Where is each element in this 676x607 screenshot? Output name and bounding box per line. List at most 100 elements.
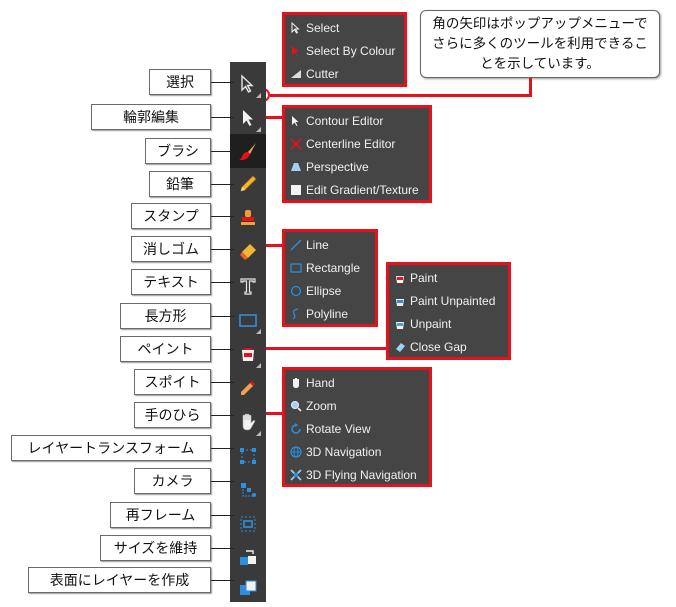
menu-item-label: Polyline xyxy=(306,307,349,321)
menu-item-unpaint[interactable]: Unpaint xyxy=(393,314,451,334)
stamp-icon xyxy=(238,208,258,228)
menu-item-3d-navigation[interactable]: 3D Navigation xyxy=(289,442,381,462)
tool-eraser[interactable] xyxy=(234,238,262,266)
tool-text[interactable] xyxy=(234,272,262,300)
paint-popup-menu: Paint Paint Unpainted Unpaint Close Gap xyxy=(386,262,511,360)
menu-item-cutter[interactable]: Cutter xyxy=(289,64,339,84)
ellipse-icon xyxy=(289,284,303,298)
arrow-cursor-icon xyxy=(238,74,258,94)
menu-item-select-by-colour[interactable]: Select By Colour xyxy=(289,41,395,61)
menu-item-rectangle[interactable]: Rectangle xyxy=(289,258,360,278)
leader-line xyxy=(211,282,234,283)
menu-item-paint-unpainted[interactable]: Paint Unpainted xyxy=(393,291,495,311)
paint-bucket-icon xyxy=(238,344,258,364)
hand-popup-menu: Hand Zoom Rotate View 3D Navigation 3D F… xyxy=(282,367,432,487)
leader-line xyxy=(211,415,234,416)
select-by-colour-icon xyxy=(289,44,303,58)
leader-line xyxy=(211,117,234,118)
menu-item-edit-gradient-texture[interactable]: Edit Gradient/Texture xyxy=(289,180,419,200)
brush-icon xyxy=(237,140,259,162)
tool-contour-editor[interactable] xyxy=(234,104,262,132)
tool-maintain-size[interactable] xyxy=(234,544,262,572)
centerline-editor-icon xyxy=(289,137,303,151)
tool-paint[interactable] xyxy=(234,340,262,368)
tool-dropper[interactable] xyxy=(234,374,262,402)
contour-menu-connector xyxy=(266,116,282,119)
camera-icon xyxy=(238,480,258,500)
menu-item-polyline[interactable]: Polyline xyxy=(289,304,348,324)
menu-item-label: 3D Navigation xyxy=(306,445,382,459)
leader-line xyxy=(211,216,234,217)
tool-layer-transform[interactable] xyxy=(234,442,262,470)
label-hand: 手のひら xyxy=(134,402,211,428)
polyline-icon xyxy=(289,307,303,321)
menu-item-label: Ellipse xyxy=(306,284,342,298)
menu-item-label: Contour Editor xyxy=(306,114,384,128)
3d-navigation-icon xyxy=(289,445,303,459)
menu-item-perspective[interactable]: Perspective xyxy=(289,157,369,177)
label-stamp: スタンプ xyxy=(131,203,211,229)
menu-item-contour-editor[interactable]: Contour Editor xyxy=(289,111,383,131)
callout-connector-horizontal xyxy=(270,94,532,97)
hand-icon xyxy=(289,376,303,390)
label-layer-on-surface: 表面にレイヤーを作成 xyxy=(28,567,211,593)
reframe-icon xyxy=(238,514,258,534)
menu-item-label: Perspective xyxy=(306,160,369,174)
unpaint-icon xyxy=(393,317,407,331)
menu-arrow-indicator[interactable] xyxy=(256,127,261,132)
menu-item-label: Select xyxy=(306,21,340,35)
leader-line xyxy=(211,82,234,83)
leader-line xyxy=(211,249,234,250)
menu-item-label: Unpaint xyxy=(410,317,452,331)
contour-arrow-icon xyxy=(238,108,258,128)
callout-connector-vertical xyxy=(529,78,532,96)
tool-select[interactable] xyxy=(234,70,262,98)
label-camera: カメラ xyxy=(134,468,211,494)
tool-stamp[interactable] xyxy=(234,204,262,232)
menu-item-zoom[interactable]: Zoom xyxy=(289,396,337,416)
leader-line xyxy=(211,580,234,581)
text-icon xyxy=(238,276,258,296)
label-select: 選択 xyxy=(149,69,211,95)
tool-rectangle[interactable] xyxy=(234,306,262,334)
label-eraser: 消しゴム xyxy=(131,236,211,262)
menu-arrow-indicator[interactable] xyxy=(256,329,261,334)
menu-arrow-indicator[interactable] xyxy=(256,363,261,368)
menu-item-paint[interactable]: Paint xyxy=(393,268,437,288)
line-icon xyxy=(289,238,303,252)
contour-popup-menu: Contour Editor Centerline Editor Perspec… xyxy=(282,105,432,203)
label-maintain-size: サイズを維持 xyxy=(100,535,211,561)
menu-item-rotate-view[interactable]: Rotate View xyxy=(289,419,370,439)
menu-item-label: Zoom xyxy=(306,399,337,413)
tool-brush[interactable] xyxy=(230,134,266,168)
leader-line xyxy=(211,349,234,350)
menu-item-label: Hand xyxy=(306,376,335,390)
menu-arrow-indicator[interactable] xyxy=(256,93,261,98)
menu-item-label: Paint xyxy=(410,271,438,285)
leader-line xyxy=(211,515,234,516)
menu-item-3d-flying-navigation[interactable]: 3D Flying Navigation xyxy=(289,465,417,485)
menu-item-label: Centerline Editor xyxy=(306,137,396,151)
tool-pencil[interactable] xyxy=(234,170,262,198)
menu-item-hand[interactable]: Hand xyxy=(289,373,335,393)
rotate-view-icon xyxy=(289,422,303,436)
paint-menu-connector xyxy=(266,347,386,350)
tool-hand[interactable] xyxy=(234,408,262,436)
tool-camera[interactable] xyxy=(234,476,262,504)
close-gap-icon xyxy=(393,340,407,354)
tool-reframe[interactable] xyxy=(234,510,262,538)
menu-item-label: Rectangle xyxy=(306,261,361,275)
leader-line xyxy=(211,184,234,185)
label-paint: ペイント xyxy=(120,336,211,362)
dropper-icon xyxy=(238,378,258,398)
menu-item-ellipse[interactable]: Ellipse xyxy=(289,281,341,301)
menu-item-label: Paint Unpainted xyxy=(410,294,496,308)
menu-item-select[interactable]: Select xyxy=(289,18,339,38)
menu-arrow-indicator[interactable] xyxy=(256,431,261,436)
menu-item-centerline-editor[interactable]: Centerline Editor xyxy=(289,134,395,154)
menu-item-line[interactable]: Line xyxy=(289,235,329,255)
menu-item-close-gap[interactable]: Close Gap xyxy=(393,337,467,357)
layer-surface-icon xyxy=(238,578,258,598)
maintain-size-icon xyxy=(238,548,258,568)
tool-layer-on-surface[interactable] xyxy=(234,574,262,602)
